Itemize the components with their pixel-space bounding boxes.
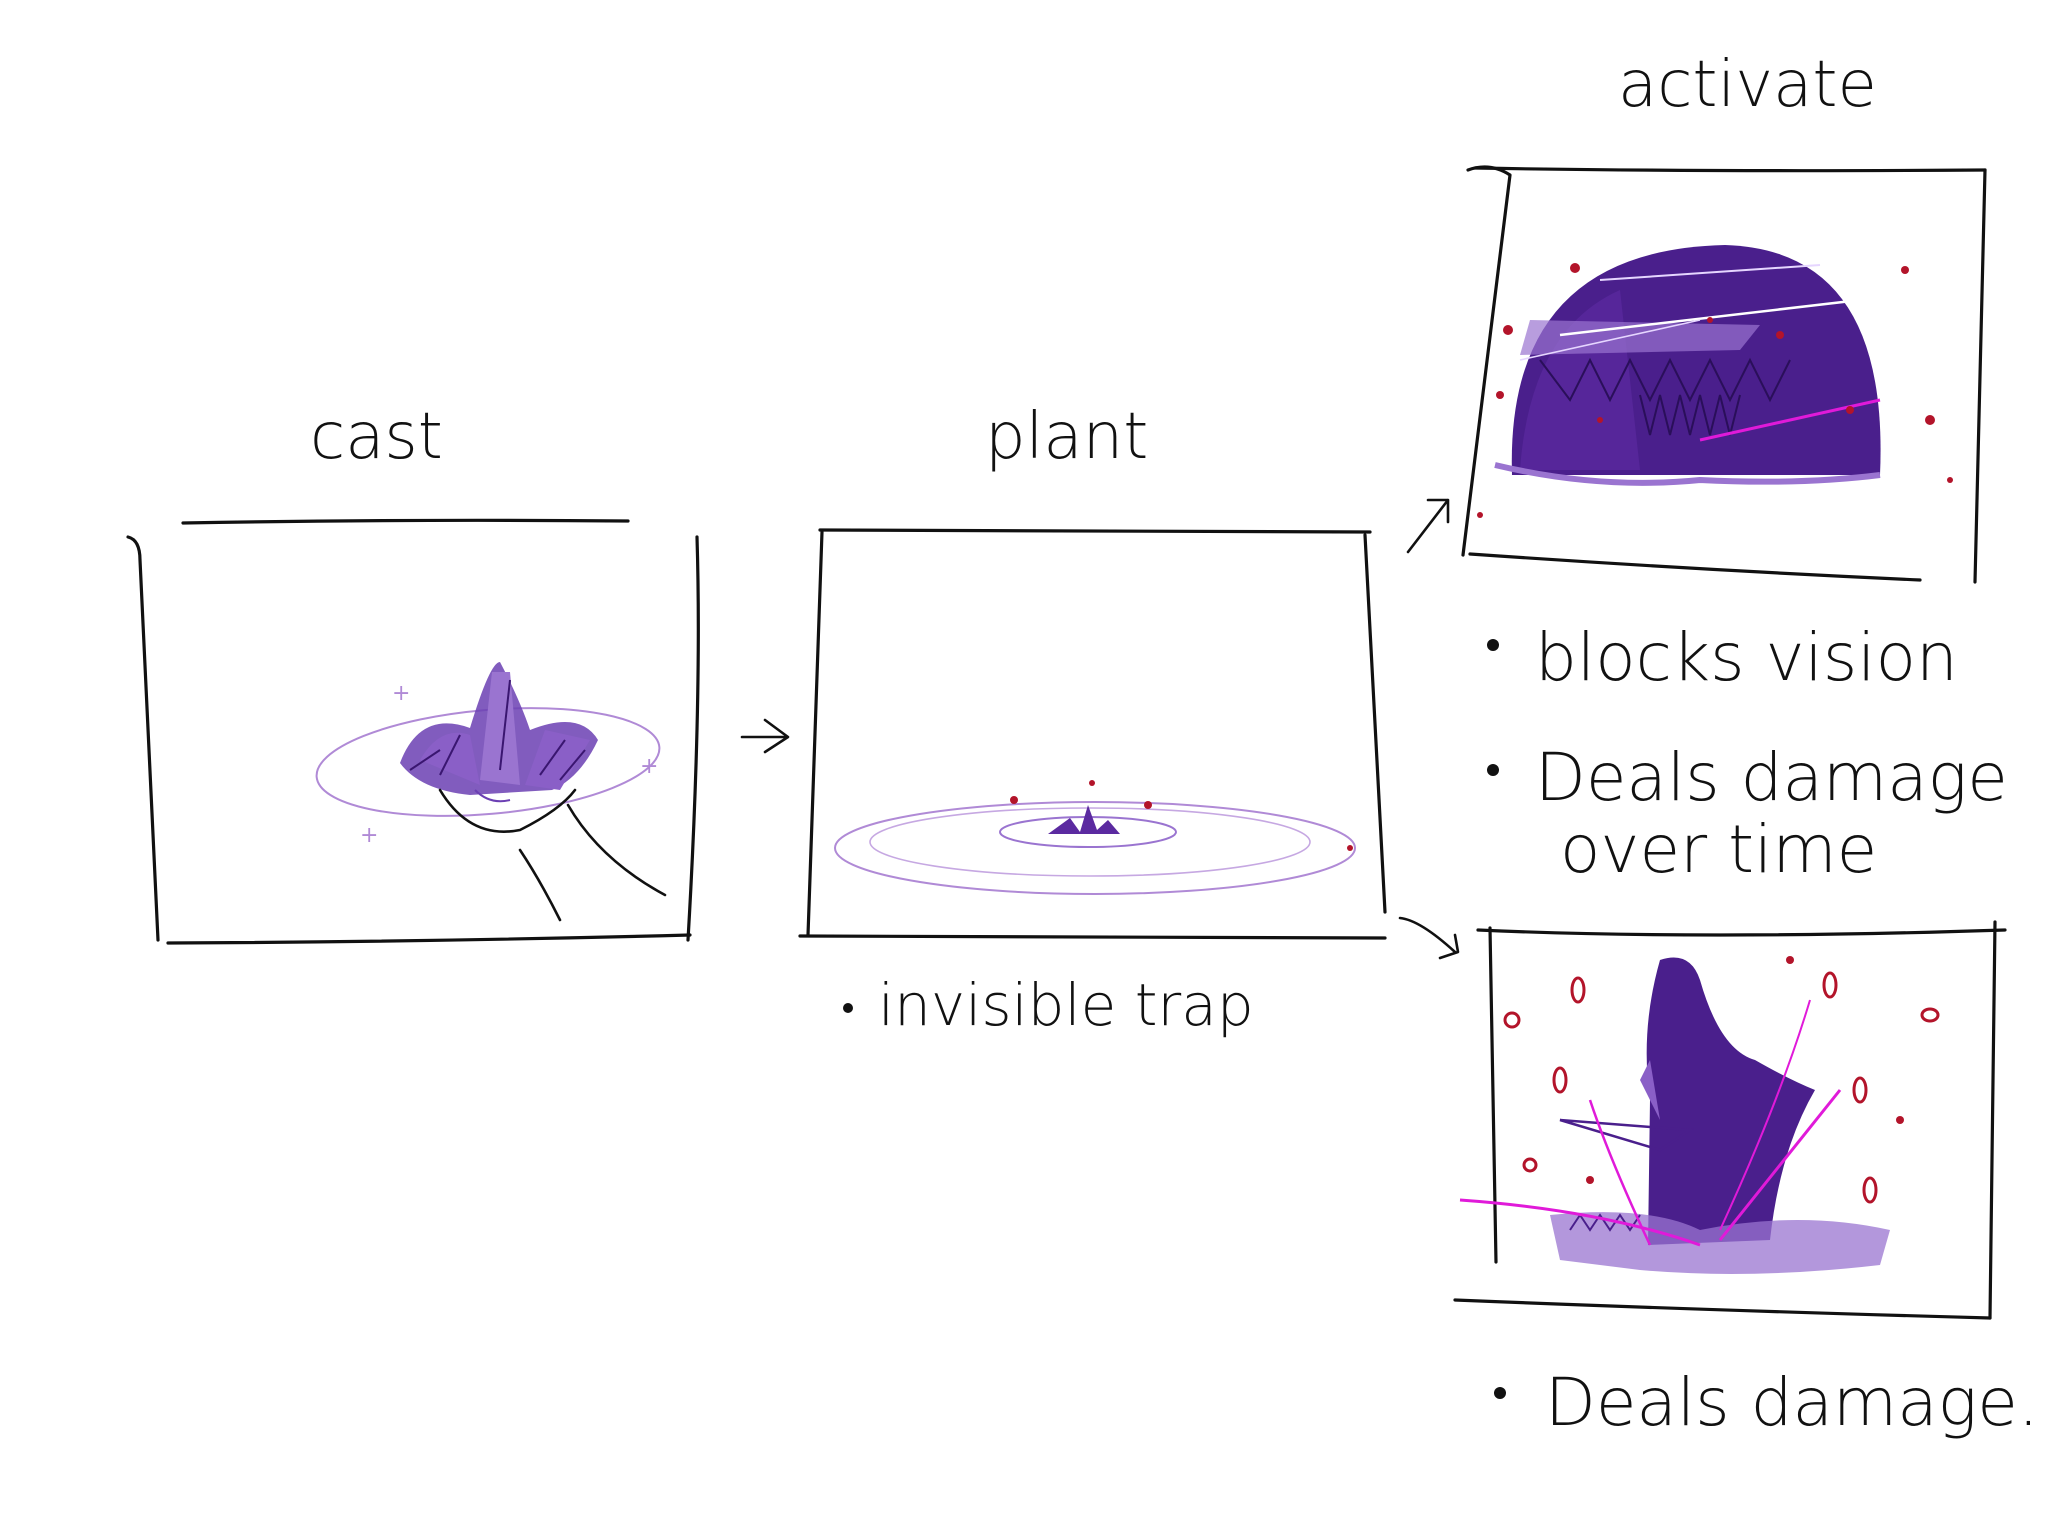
activate-panel: activate bbox=[1461, 48, 2008, 888]
plant-note-text: invisible trap bbox=[878, 971, 1254, 1039]
activate-alt-note-text: Deals damage. bbox=[1545, 1364, 2039, 1441]
arrow-cast-to-plant bbox=[740, 718, 790, 754]
plant-trap-illustration bbox=[834, 780, 1356, 895]
cast-panel: cast + + + bbox=[126, 400, 700, 945]
svg-text:+: + bbox=[392, 681, 410, 706]
svg-text:+: + bbox=[640, 754, 658, 779]
activate-note-1: blocks vision bbox=[1535, 619, 1958, 696]
plant-panel: plant invisible trap bbox=[798, 400, 1387, 1039]
plant-title: plant bbox=[985, 400, 1148, 474]
arrow-plant-to-activate bbox=[1406, 498, 1450, 554]
activate-alt-panel: Deals damage. bbox=[1453, 920, 2039, 1441]
arrow-plant-to-activate-alt bbox=[1398, 916, 1460, 960]
cast-crystal-illustration: + + + bbox=[315, 662, 667, 922]
activate-notes: blocks vision Deals damage over time bbox=[1487, 619, 2008, 888]
activate-note-2: Deals damage bbox=[1535, 739, 2008, 816]
cast-title: cast bbox=[310, 400, 443, 474]
activate-note-3: over time bbox=[1560, 811, 1877, 888]
svg-text:+: + bbox=[360, 823, 378, 848]
activate-alt-note: Deals damage. bbox=[1494, 1364, 2039, 1441]
plant-note: invisible trap bbox=[843, 971, 1254, 1039]
activate-title: activate bbox=[1618, 48, 1877, 122]
activate-dome-illustration bbox=[1477, 245, 1953, 518]
activate-alt-crystal-illustration bbox=[1459, 956, 1940, 1274]
